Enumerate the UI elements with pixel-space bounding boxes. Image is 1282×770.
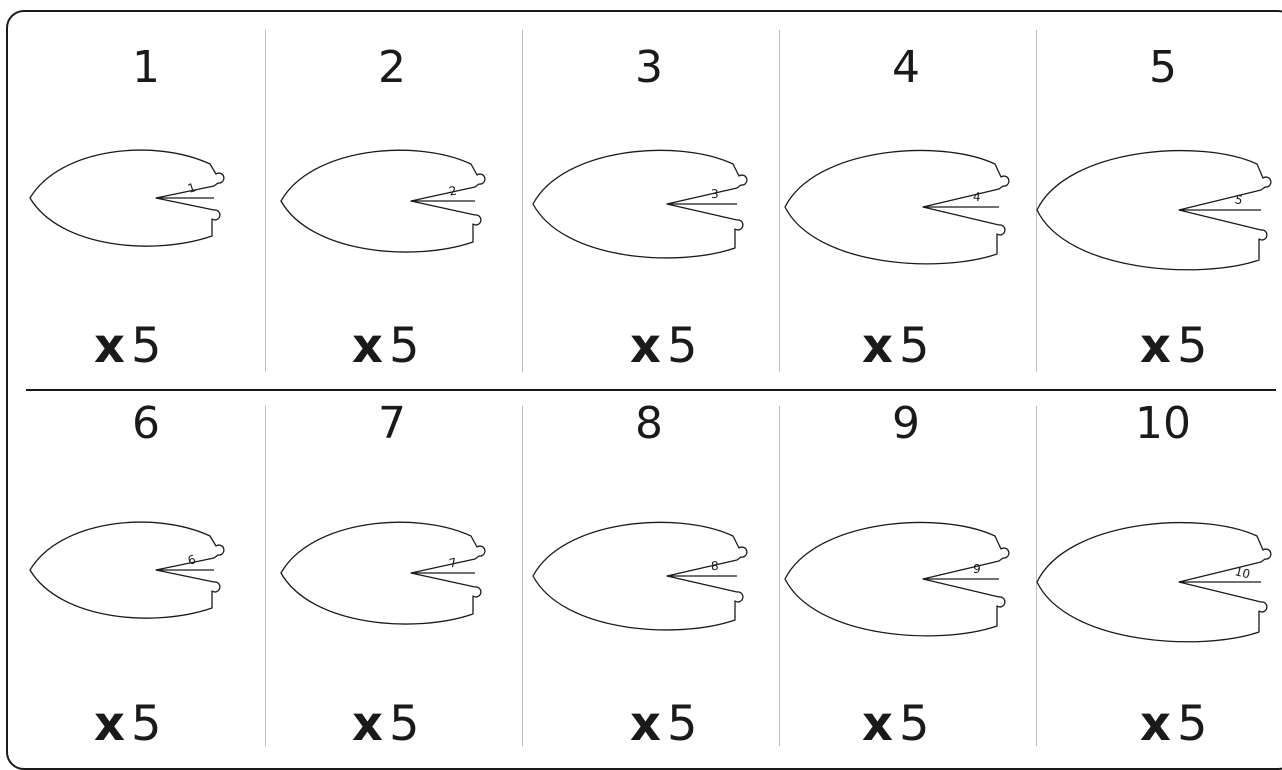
quantity-count: 5 (666, 318, 698, 374)
piece-label: 5 (1233, 192, 1244, 207)
piece-outline (784, 521, 1010, 637)
quantity-multiplier: x (862, 318, 893, 374)
piece-label: 10 (1233, 564, 1251, 581)
petal-piece-shape: 4 (784, 149, 1010, 265)
petal-piece-shape: 10 (1036, 521, 1272, 643)
quantity-multiplier: x (862, 696, 893, 752)
quantity-multiplier: x (1140, 318, 1171, 374)
quantity-count: 5 (130, 318, 162, 374)
quantity-count: 5 (666, 696, 698, 752)
quantity-multiplier: x (94, 318, 125, 374)
quantity-multiplier: x (352, 318, 383, 374)
piece-number: 6 (132, 398, 160, 449)
piece-number: 8 (635, 398, 663, 449)
piece-label: 4 (972, 190, 981, 205)
column-divider (265, 406, 266, 746)
petal-piece-shape: 3 (532, 149, 748, 259)
quantity-multiplier: x (94, 696, 125, 752)
quantity-count: 5 (388, 318, 420, 374)
piece-outline (532, 521, 748, 631)
row-divider (26, 389, 1276, 391)
piece-label: 1 (186, 180, 198, 196)
petal-piece-shape: 7 (280, 521, 486, 625)
piece-outline (29, 521, 225, 619)
piece-number: 10 (1135, 398, 1191, 449)
piece-label: 3 (711, 187, 719, 201)
column-divider (265, 30, 266, 372)
piece-outline (1036, 149, 1272, 271)
petal-piece-shape: 1 (29, 149, 225, 247)
piece-number: 7 (378, 398, 406, 449)
piece-number: 2 (378, 42, 406, 93)
piece-label: 2 (448, 183, 458, 198)
petal-piece-shape: 6 (29, 521, 225, 619)
quantity-count: 5 (1176, 318, 1208, 374)
piece-outline (280, 521, 486, 625)
petal-piece-shape: 8 (532, 521, 748, 631)
quantity-multiplier: x (352, 696, 383, 752)
piece-outline (29, 149, 225, 247)
piece-outline (784, 149, 1010, 265)
piece-number: 3 (635, 42, 663, 93)
petal-piece-shape: 5 (1036, 149, 1272, 271)
piece-label: 7 (448, 555, 458, 570)
piece-number: 5 (1149, 42, 1177, 93)
piece-label: 9 (972, 562, 981, 577)
quantity-multiplier: x (630, 318, 661, 374)
quantity-multiplier: x (1140, 696, 1171, 752)
piece-outline (1036, 521, 1272, 643)
column-divider (1036, 406, 1037, 746)
petal-piece-shape: 9 (784, 521, 1010, 637)
column-divider (522, 30, 523, 372)
column-divider (1036, 30, 1037, 372)
column-divider (779, 30, 780, 372)
piece-number: 9 (892, 398, 920, 449)
quantity-count: 5 (898, 696, 930, 752)
piece-label: 8 (711, 559, 719, 573)
petal-piece-shape: 2 (280, 149, 486, 253)
quantity-count: 5 (1176, 696, 1208, 752)
quantity-count: 5 (130, 696, 162, 752)
piece-outline (532, 149, 748, 259)
piece-outline (280, 149, 486, 253)
column-divider (522, 406, 523, 746)
column-divider (779, 406, 780, 746)
quantity-count: 5 (388, 696, 420, 752)
piece-number: 1 (132, 42, 160, 93)
quantity-count: 5 (898, 318, 930, 374)
piece-label: 6 (186, 552, 198, 568)
quantity-multiplier: x (630, 696, 661, 752)
piece-number: 4 (892, 42, 920, 93)
